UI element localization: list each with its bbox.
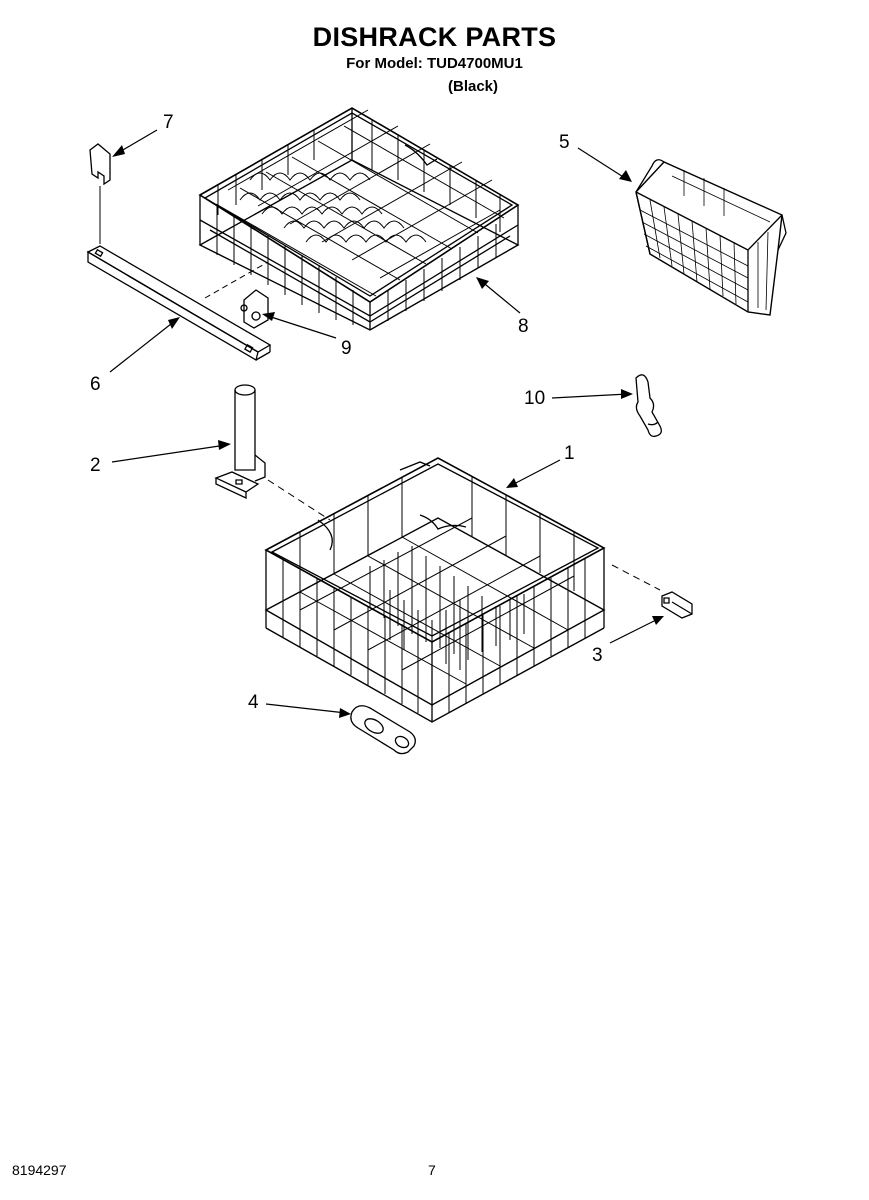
- color-variant: (Black): [448, 78, 499, 95]
- tine-clip: [636, 375, 661, 437]
- document-number: 8194297: [12, 1162, 67, 1178]
- callout-3: 3: [592, 645, 603, 666]
- callout-2: 2: [90, 455, 101, 476]
- model-line: For Model: TUD4700MU1: [346, 55, 523, 72]
- callout-6: 6: [90, 374, 101, 395]
- page-title: DISHRACK PARTS: [312, 22, 557, 52]
- roller-clip: [662, 592, 692, 618]
- callout-5: 5: [559, 132, 570, 153]
- rack-roller: [351, 706, 415, 754]
- callout-7: 7: [163, 112, 174, 133]
- rail-end-cap: [90, 144, 110, 244]
- silverware-basket: [636, 160, 786, 315]
- callout-1: 1: [564, 443, 575, 464]
- rack-stop: [241, 290, 268, 328]
- upper-dishrack: [200, 108, 518, 330]
- callout-4: 4: [248, 692, 259, 713]
- callout-9: 9: [341, 338, 352, 359]
- rack-rail: [88, 246, 270, 360]
- lower-dishrack: [266, 458, 604, 722]
- page-number: 7: [428, 1162, 436, 1178]
- callout-8: 8: [518, 316, 529, 337]
- callout-10: 10: [524, 388, 546, 409]
- rack-post: [216, 385, 265, 498]
